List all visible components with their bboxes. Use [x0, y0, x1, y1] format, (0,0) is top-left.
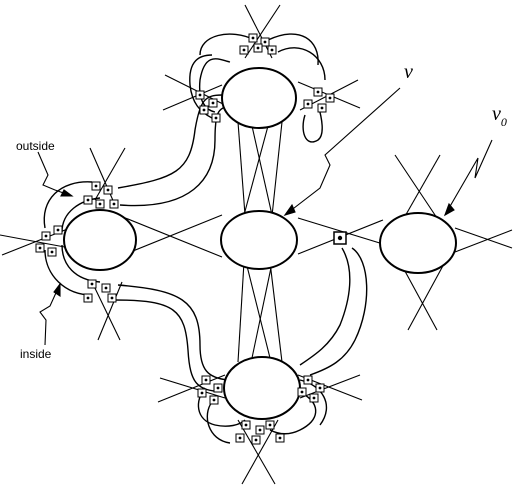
- gadget-box-dot: [214, 116, 218, 120]
- gadget-box-dot: [86, 296, 90, 300]
- gadget-box-dot: [312, 396, 316, 400]
- label-inside: inside: [20, 347, 52, 361]
- gadget-box-dot: [258, 428, 262, 432]
- gadget-box-dot: [94, 184, 98, 188]
- gadget-box-dot: [86, 198, 90, 202]
- gadget-box-dot: [320, 106, 324, 110]
- gadget-box-dot: [306, 102, 310, 106]
- label-v0-sub: 0: [501, 115, 507, 129]
- gadget-box-dot: [106, 188, 110, 192]
- gadget-box-dot: [90, 282, 94, 286]
- gadget-box-dot: [278, 436, 282, 440]
- gadget-box-dot: [268, 423, 272, 427]
- gadget-box-dot: [44, 234, 48, 238]
- gadget-box-dot: [50, 250, 54, 254]
- arrow-v0: [444, 139, 493, 216]
- vertex-top: [221, 67, 297, 129]
- label-v0: v0: [492, 103, 507, 129]
- gadget-box-dot: [328, 96, 332, 100]
- gadget-box-dot: [112, 202, 116, 206]
- gadget-box-dot: [306, 378, 310, 382]
- arrow-inside: [39, 283, 61, 346]
- label-outside: outside: [16, 139, 55, 153]
- gadget-box-dot: [204, 378, 208, 382]
- gadget-box-dot: [300, 390, 304, 394]
- pointer-arrows: [37, 87, 493, 346]
- gadget-box-dot: [318, 386, 322, 390]
- gadget-box-dot: [251, 36, 255, 40]
- gadget-rays: [0, 4, 363, 485]
- vertex-right: [379, 212, 457, 274]
- gadget-box-dot: [244, 423, 248, 427]
- vertex-bottom: [223, 356, 301, 420]
- gadget-box-dot: [316, 90, 320, 94]
- gadget-box-dot: [200, 391, 204, 395]
- gadget-box-dot: [56, 228, 60, 232]
- gadget-box-dot: [216, 386, 220, 390]
- vertex-left: [63, 209, 137, 271]
- gadget-box-dot: [263, 40, 267, 44]
- gadget-box-dot: [242, 48, 246, 52]
- gadget-box-dot: [198, 93, 202, 97]
- gadget-box-dot: [337, 235, 343, 241]
- gadget-box-dot: [98, 202, 102, 206]
- gadget-box-dot: [104, 286, 108, 290]
- label-v: v: [404, 61, 413, 83]
- gadget-box-dot: [211, 101, 215, 105]
- label-v0-main: v: [492, 103, 501, 125]
- gadget-box-dot: [202, 108, 206, 112]
- gadget-box-dot: [38, 246, 42, 250]
- gadget-box-dot: [238, 436, 242, 440]
- gadget-box-dot: [254, 438, 258, 442]
- gadget-box-dot: [256, 46, 260, 50]
- vertex-center: [220, 210, 298, 270]
- gadget-box-dot: [212, 398, 216, 402]
- arrow-v: [284, 87, 401, 216]
- arrow-outside: [37, 151, 73, 197]
- gadget-box-dot: [270, 48, 274, 52]
- gadget-boxes: [35, 33, 347, 445]
- gadget-box-dot: [110, 296, 114, 300]
